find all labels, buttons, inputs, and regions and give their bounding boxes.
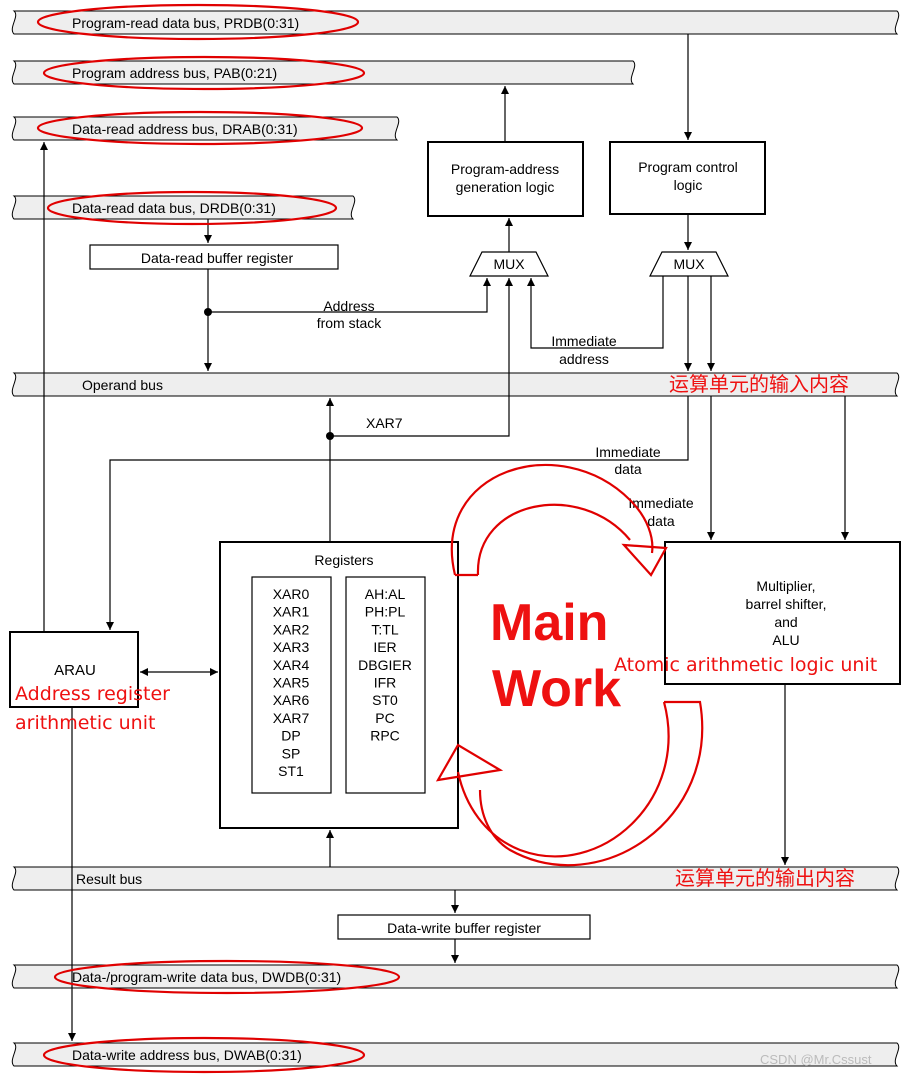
operand-bus-shape	[11, 372, 900, 397]
mux-left-label: MUX	[493, 256, 525, 272]
mux-left-shape	[469, 251, 549, 277]
pcl-label-2: logic	[674, 177, 703, 193]
registers-title: Registers	[314, 552, 373, 568]
mux-right-shape	[649, 251, 729, 277]
register-item: IER	[373, 639, 396, 655]
bus-highlight-ellipses	[36, 3, 401, 1074]
main-work-arrows	[435, 464, 704, 867]
pagl-label-2: generation logic	[456, 179, 555, 195]
drdb-bus-label: Data-read data bus, DRDB(0:31)	[72, 200, 276, 216]
arau-box	[9, 631, 139, 708]
prdb-bus-shape	[11, 10, 900, 35]
main-work-label-2: Work	[492, 660, 621, 718]
immediate-data-b-label-2: data	[647, 513, 674, 529]
operand-bus-label: Operand bus	[82, 377, 163, 393]
alu-label-3: and	[774, 614, 797, 630]
alu-label-4: ALU	[772, 632, 799, 648]
pab-bus-shape	[11, 60, 636, 85]
mux-right-label: MUX	[673, 256, 705, 272]
data-write-buffer-register-box	[337, 914, 591, 940]
register-item: XAR2	[273, 621, 310, 637]
register-item: ST1	[278, 763, 304, 779]
program-address-generation-logic-box	[427, 141, 584, 217]
pcl-label-1: Program control	[638, 159, 738, 175]
register-item: IFR	[374, 675, 397, 691]
register-item: XAR5	[273, 675, 310, 691]
arau-label: ARAU	[54, 662, 96, 679]
registers-left-column	[251, 576, 332, 794]
register-item: PC	[375, 710, 394, 726]
register-item: AH:AL	[365, 586, 406, 602]
register-item: T:TL	[371, 621, 398, 637]
result-bus-shape	[11, 866, 900, 891]
register-item: DBGIER	[358, 657, 412, 673]
register-item: XAR7	[273, 710, 310, 726]
alu-label-1: Multiplier,	[756, 578, 815, 594]
register-item: XAR6	[273, 692, 310, 708]
output-note: 运算单元的输出内容	[675, 866, 855, 890]
immediate-data-a-label-2: data	[614, 461, 641, 477]
data-write-buffer-label: Data-write buffer register	[387, 920, 541, 936]
registers-right-column	[345, 576, 426, 794]
register-item: XAR3	[273, 639, 310, 655]
address-from-stack-label-1: Address	[323, 298, 374, 314]
input-note: 运算单元的输入内容	[669, 372, 849, 396]
main-work-label-1: Main	[490, 594, 608, 652]
prdb-bus-label: Program-read data bus, PRDB(0:31)	[72, 15, 299, 31]
immediate-data-a-label-1: Immediate	[595, 444, 661, 460]
dwab-bus-label: Data-write address bus, DWAB(0:31)	[72, 1047, 302, 1063]
drdb-bus-shape	[11, 195, 356, 220]
register-item: SP	[282, 745, 301, 761]
dwdb-bus-label: Data-/program-write data bus, DWDB(0:31)	[72, 969, 341, 985]
xar7-path-label: XAR7	[366, 415, 403, 431]
data-read-buffer-register-box	[89, 244, 339, 270]
dwdb-bus-shape	[11, 964, 900, 989]
register-item: RPC	[370, 728, 400, 744]
immediate-data-b-label-1: Immediate	[628, 495, 694, 511]
register-item: XAR4	[273, 657, 310, 673]
alu-note: Atomic arithmetic logic unit	[614, 654, 877, 676]
arau-note-2: arithmetic unit	[15, 712, 155, 734]
watermark: CSDN @Mr.Cssust	[760, 1052, 872, 1067]
register-item: XAR0	[273, 586, 310, 602]
drab-bus-label: Data-read address bus, DRAB(0:31)	[72, 121, 298, 137]
drab-bus-shape	[11, 116, 400, 141]
result-bus-label: Result bus	[76, 871, 142, 887]
register-item: PH:PL	[365, 604, 406, 620]
pab-bus-label: Program address bus, PAB(0:21)	[72, 65, 277, 81]
immediate-address-label-2: address	[559, 351, 609, 367]
immediate-address-label-1: Immediate	[551, 333, 617, 349]
address-from-stack-label-2: from stack	[317, 315, 383, 331]
arau-note-1: Address register	[15, 683, 170, 705]
register-item: XAR1	[273, 604, 310, 620]
register-item: DP	[281, 728, 300, 744]
program-control-logic-box	[609, 141, 766, 215]
register-item: ST0	[372, 692, 398, 708]
alu-label-2: barrel shifter,	[746, 596, 827, 612]
alu-box	[664, 541, 901, 685]
data-read-buffer-label: Data-read buffer register	[141, 250, 294, 266]
dwab-bus-shape	[11, 1042, 900, 1067]
pagl-label-1: Program-address	[451, 161, 559, 177]
